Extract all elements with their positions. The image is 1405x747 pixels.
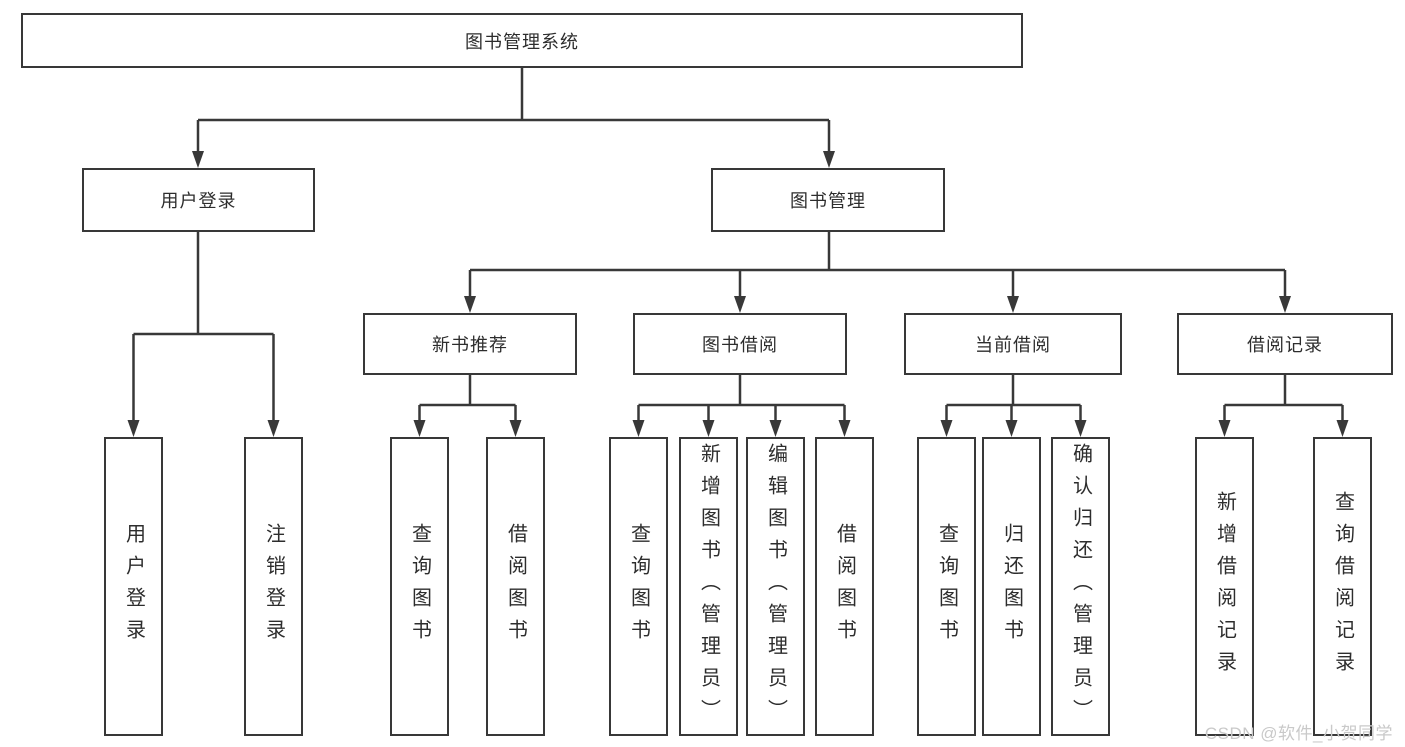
leaf-query-books-current: 查询图书 (917, 437, 976, 736)
leaf-edit-books-admin-label: 编辑图书（管理员） (764, 442, 787, 731)
root-node-label: 图书管理系统 (465, 31, 579, 52)
leaf-logout: 注销登录 (244, 437, 303, 736)
leaf-confirm-return-admin-label: 确认归还（管理员） (1069, 442, 1092, 731)
node-book-borrowing: 图书借阅 (633, 313, 847, 375)
node-book-borrowing-label: 图书借阅 (702, 335, 778, 355)
node-borrowing-records: 借阅记录 (1177, 313, 1393, 375)
node-user-login: 用户登录 (82, 168, 315, 232)
leaf-user-login-label: 用户登录 (122, 522, 145, 651)
leaf-query-borrow-record: 查询借阅记录 (1313, 437, 1372, 736)
leaf-add-borrow-record-label: 新增借阅记录 (1213, 490, 1236, 683)
node-book-management: 图书管理 (711, 168, 945, 232)
root-node-library-management-system: 图书管理系统 (21, 13, 1023, 68)
leaf-borrow-books-borrowing: 借阅图书 (815, 437, 874, 736)
leaf-query-borrow-record-label: 查询借阅记录 (1331, 490, 1354, 683)
node-new-book-recommendation-label: 新书推荐 (432, 335, 508, 355)
leaf-return-books: 归还图书 (982, 437, 1041, 736)
leaf-query-books-current-label: 查询图书 (935, 522, 958, 651)
node-book-management-label: 图书管理 (790, 191, 866, 211)
leaf-add-books-admin: 新增图书（管理员） (679, 437, 738, 736)
node-current-borrowing-label: 当前借阅 (975, 335, 1051, 355)
leaf-logout-label: 注销登录 (262, 522, 285, 651)
leaf-confirm-return-admin: 确认归还（管理员） (1051, 437, 1110, 736)
leaf-edit-books-admin: 编辑图书（管理员） (746, 437, 805, 736)
leaf-borrow-books-newbooks-label: 借阅图书 (504, 522, 527, 651)
leaf-borrow-books-newbooks: 借阅图书 (486, 437, 545, 736)
leaf-user-login: 用户登录 (104, 437, 163, 736)
node-current-borrowing: 当前借阅 (904, 313, 1122, 375)
leaf-add-books-admin-label: 新增图书（管理员） (697, 442, 720, 731)
node-user-login-label: 用户登录 (160, 191, 237, 211)
node-borrowing-records-label: 借阅记录 (1247, 335, 1323, 355)
leaf-query-books-borrowing: 查询图书 (609, 437, 668, 736)
csdn-watermark: CSDN @软件_小贺同学 (1204, 724, 1393, 743)
leaf-query-books-newbooks: 查询图书 (390, 437, 449, 736)
leaf-return-books-label: 归还图书 (1000, 522, 1023, 651)
node-new-book-recommendation: 新书推荐 (363, 313, 577, 375)
leaf-query-books-borrowing-label: 查询图书 (627, 522, 650, 651)
leaf-add-borrow-record: 新增借阅记录 (1195, 437, 1254, 736)
leaf-query-books-newbooks-label: 查询图书 (408, 522, 431, 651)
leaf-borrow-books-borrowing-label: 借阅图书 (833, 522, 856, 651)
